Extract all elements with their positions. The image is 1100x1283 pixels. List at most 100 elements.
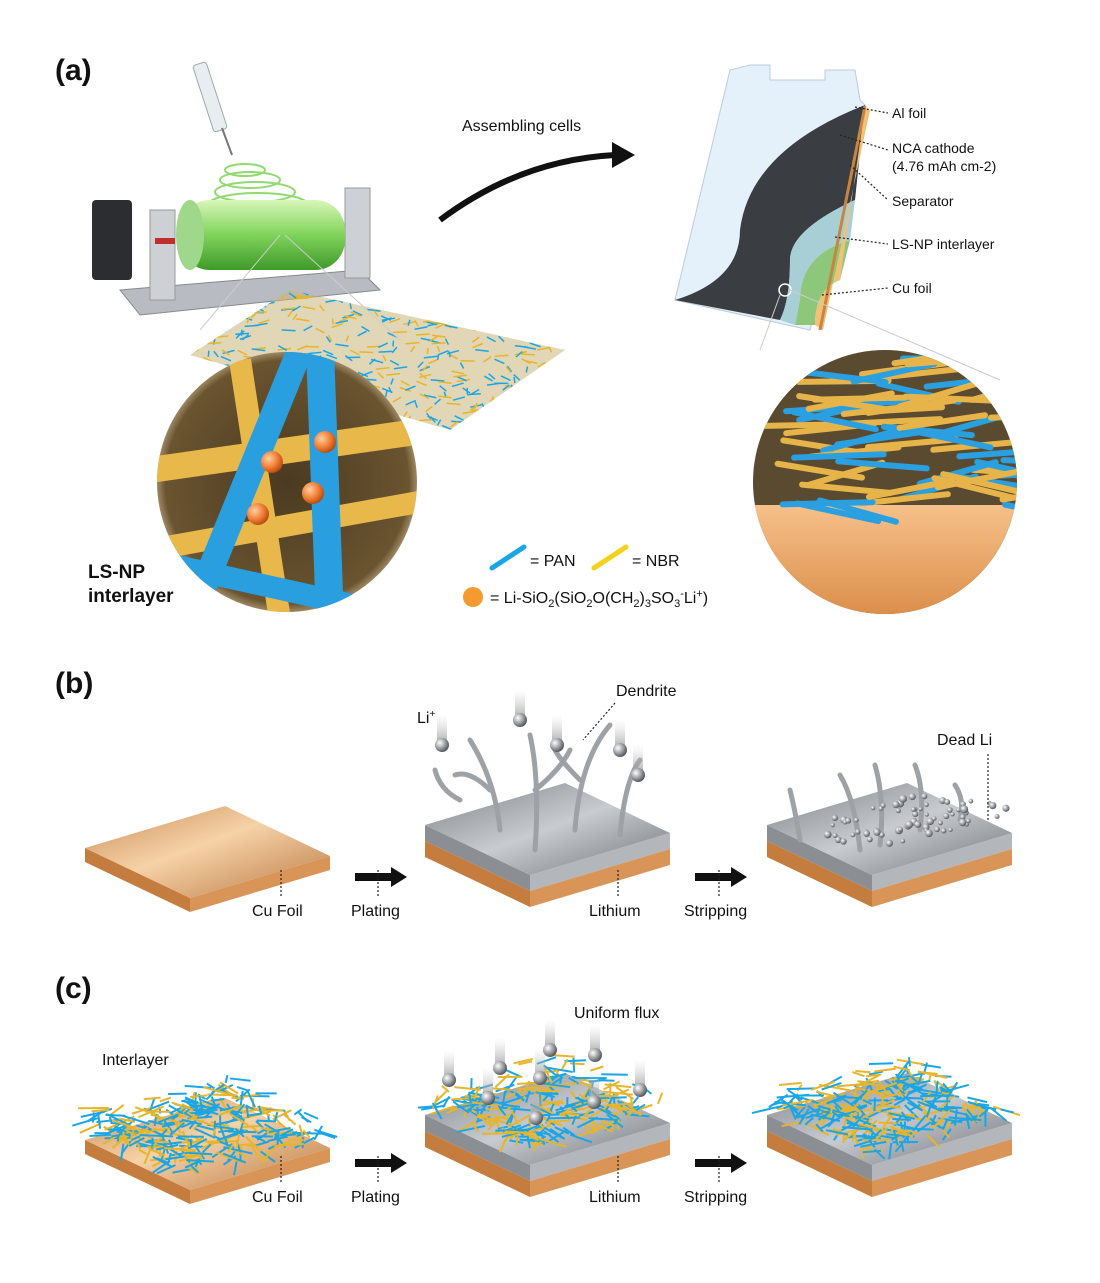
fiber — [786, 1087, 816, 1091]
fiber — [119, 1117, 136, 1123]
fiber — [169, 1122, 185, 1136]
fiber — [201, 1143, 212, 1154]
fiber — [834, 1105, 841, 1113]
fiber — [430, 416, 436, 423]
fiber — [377, 372, 385, 379]
interlayer-fibers — [72, 1074, 338, 1176]
fiber — [206, 1082, 216, 1090]
fiber — [246, 1091, 256, 1108]
fiber — [444, 324, 458, 329]
fiber — [274, 1142, 304, 1147]
lithium-ion-icon — [481, 1091, 495, 1105]
fiber — [384, 390, 388, 397]
fiber — [229, 1077, 251, 1082]
fiber — [302, 1129, 311, 1139]
dead-li-particle — [939, 797, 947, 805]
fiber — [178, 1155, 197, 1163]
fiber — [96, 1118, 123, 1124]
al-foil-label: Al foil — [892, 105, 926, 121]
fiber — [432, 334, 446, 338]
dead-li-particle — [958, 818, 967, 827]
fiber — [295, 295, 310, 298]
fiber — [407, 319, 411, 326]
fiber — [402, 411, 408, 418]
fiber — [568, 418, 572, 424]
fiber — [414, 401, 418, 408]
fiber — [521, 358, 531, 365]
fiber — [403, 419, 406, 426]
fiber — [471, 1122, 479, 1133]
fiber — [400, 302, 415, 306]
slab-side-left — [85, 1140, 190, 1204]
fiber — [298, 1124, 304, 1138]
fiber — [256, 1119, 276, 1123]
fiber — [410, 345, 416, 353]
fiber — [820, 1115, 844, 1130]
ion-trail — [545, 1020, 555, 1048]
fiber — [477, 318, 482, 326]
fiber — [542, 1100, 565, 1105]
fiber — [468, 1094, 472, 1104]
fiber — [605, 1113, 624, 1129]
dead-li-label: Dead Li — [937, 732, 992, 749]
fiber — [438, 395, 452, 399]
fiber — [148, 1147, 166, 1157]
fiber — [439, 385, 447, 392]
fiber — [237, 349, 248, 356]
fiber — [215, 1151, 244, 1164]
fiber — [449, 353, 459, 360]
zoom-guide-line — [789, 289, 1001, 381]
fiber — [296, 345, 308, 351]
fiber — [810, 1080, 835, 1091]
fiber — [615, 1086, 635, 1100]
fiber — [507, 1114, 531, 1129]
dead-li-particle — [855, 829, 861, 835]
fiber — [563, 347, 565, 351]
fiber — [867, 1129, 883, 1143]
dead-li-particle — [880, 803, 886, 809]
fiber — [534, 312, 540, 320]
fiber — [505, 1113, 514, 1125]
fiber — [556, 403, 565, 410]
fiber — [525, 366, 529, 373]
dead-li-particle — [934, 826, 940, 833]
fiber — [108, 1118, 136, 1129]
lithium-label: Lithium — [589, 1189, 641, 1206]
fiber — [281, 329, 296, 332]
fiber — [768, 1093, 789, 1109]
stripping-label: Stripping — [684, 1189, 747, 1206]
fiber — [545, 1119, 572, 1124]
dead-li-particle — [948, 827, 953, 833]
fiber — [228, 1112, 249, 1127]
dead-li-particle — [850, 832, 856, 838]
fiber — [151, 1127, 170, 1132]
fiber — [513, 374, 521, 381]
lithium-ion-icon — [533, 1071, 547, 1085]
fiber — [414, 296, 424, 303]
syringe-icon — [192, 61, 233, 156]
fiber — [525, 1090, 531, 1103]
fiber — [804, 1117, 814, 1126]
fiber — [251, 348, 266, 352]
lithium-ion-icon — [588, 1048, 602, 1062]
dead-li-particle — [895, 808, 901, 814]
fiber — [532, 427, 535, 430]
fiber — [224, 1137, 229, 1147]
fiber — [496, 404, 511, 408]
ion-trail — [437, 715, 447, 743]
cell-layer-labels: Al foil NCA cathode (4.76 mAh cm-2) Sepa… — [821, 105, 996, 296]
fiber — [564, 1059, 587, 1063]
fiber — [542, 422, 556, 428]
nbr-swatch — [591, 544, 629, 571]
fiber — [243, 1107, 272, 1113]
fiber — [477, 316, 489, 322]
fiber — [544, 385, 558, 389]
fiber — [880, 1104, 902, 1109]
fiber — [405, 399, 417, 406]
fiber — [551, 1076, 564, 1085]
fiber — [212, 330, 227, 333]
fiber — [429, 321, 444, 325]
fiber — [239, 1090, 244, 1106]
dead-li-particle — [922, 823, 930, 831]
